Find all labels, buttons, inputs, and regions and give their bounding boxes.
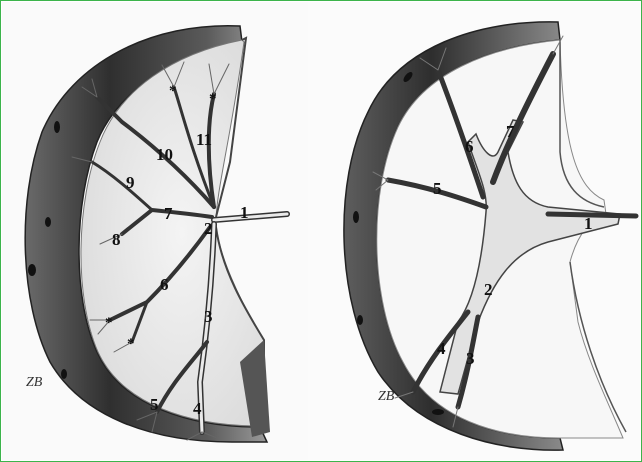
left-label-6: 6	[160, 275, 169, 294]
left-label-4: 4	[193, 399, 202, 418]
right-signature: ZB	[378, 389, 395, 404]
capsule-pore	[353, 211, 359, 223]
left-asterisk: *	[209, 91, 217, 107]
right-illustration: 1 2 3 4 5 6 7 ZB	[308, 2, 640, 460]
right-label-7: 7	[506, 122, 515, 141]
left-signature: ZB	[26, 375, 43, 390]
left-label-10: 10	[156, 145, 173, 164]
right-spleen-drawing: 1 2 3 4 5 6 7 ZB	[308, 2, 640, 460]
right-label-1: 1	[584, 214, 593, 233]
left-asterisk: *	[127, 336, 135, 352]
left-label-9: 9	[126, 173, 135, 192]
left-label-5: 5	[150, 395, 159, 414]
capsule-pore	[45, 217, 51, 227]
capsule-pore	[432, 409, 444, 415]
capsule-pore	[357, 315, 363, 325]
left-asterisk: *	[169, 83, 177, 99]
left-label-2: 2	[204, 219, 213, 238]
capsule-pore	[61, 369, 67, 379]
right-label-2: 2	[484, 280, 493, 299]
left-label-11: 11	[196, 130, 212, 149]
left-label-7: 7	[164, 204, 173, 223]
right-label-4: 4	[437, 339, 446, 358]
left-label-3: 3	[204, 307, 213, 326]
left-spleen-drawing: 1 2 3 4 5 6 7 8 9 10 11 * * * * ZB	[2, 2, 308, 460]
right-label-6: 6	[465, 137, 474, 156]
left-label-1: 1	[240, 203, 249, 222]
right-label-5: 5	[433, 179, 442, 198]
capsule-pore	[28, 264, 36, 276]
capsule-pore	[54, 121, 60, 133]
left-illustration: 1 2 3 4 5 6 7 8 9 10 11 * * * * ZB	[2, 2, 308, 460]
left-label-8: 8	[112, 230, 121, 249]
right-label-3: 3	[466, 349, 475, 368]
left-asterisk: *	[105, 315, 113, 331]
